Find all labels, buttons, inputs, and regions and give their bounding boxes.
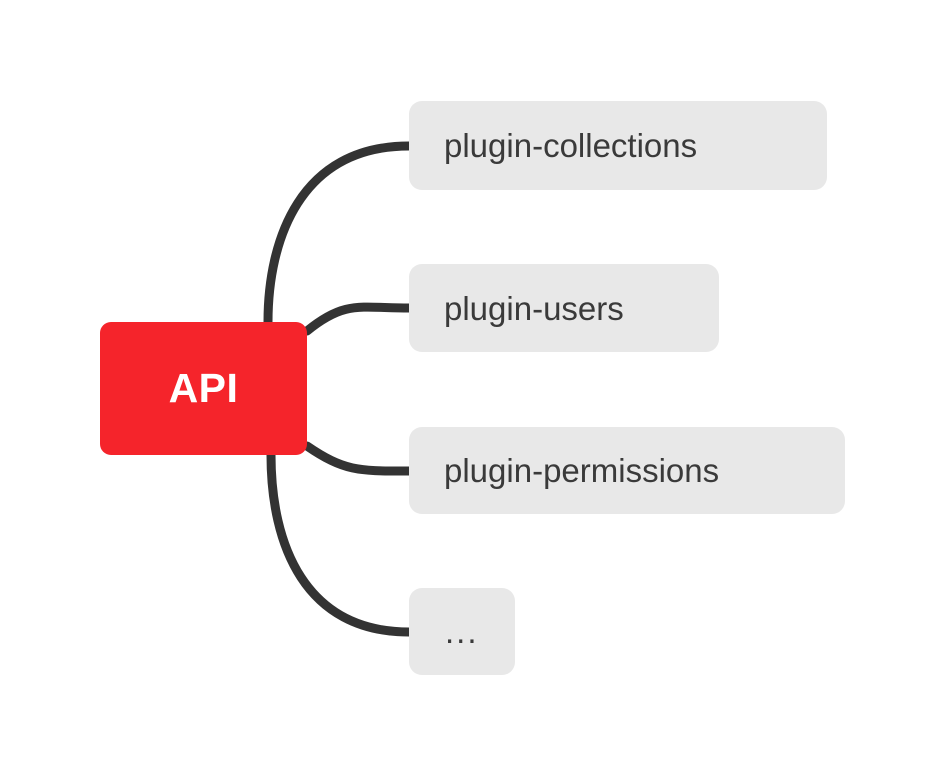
- node-label-plugin-users: plugin-users: [444, 289, 624, 327]
- node-label-plugin-collections: plugin-collections: [444, 127, 698, 164]
- node-ellipsis-more[interactable]: ...: [409, 588, 515, 675]
- node-label-api: API: [168, 365, 239, 411]
- node-plugin-users[interactable]: plugin-users: [409, 264, 719, 352]
- node-plugin-collections[interactable]: plugin-collections: [409, 101, 827, 190]
- edge-root-to-plugin-permissions: [302, 441, 414, 476]
- node-label-plugin-permissions: plugin-permissions: [444, 452, 720, 489]
- node-label-ellipsis: ...: [445, 613, 479, 650]
- edge-root-to-plugin-users: [302, 302, 414, 336]
- node-api-root[interactable]: API: [100, 322, 307, 455]
- edge-root-to-ellipsis: [266, 450, 414, 637]
- edge-root-to-plugin-collections: [263, 141, 414, 327]
- node-plugin-permissions[interactable]: plugin-permissions: [409, 427, 845, 514]
